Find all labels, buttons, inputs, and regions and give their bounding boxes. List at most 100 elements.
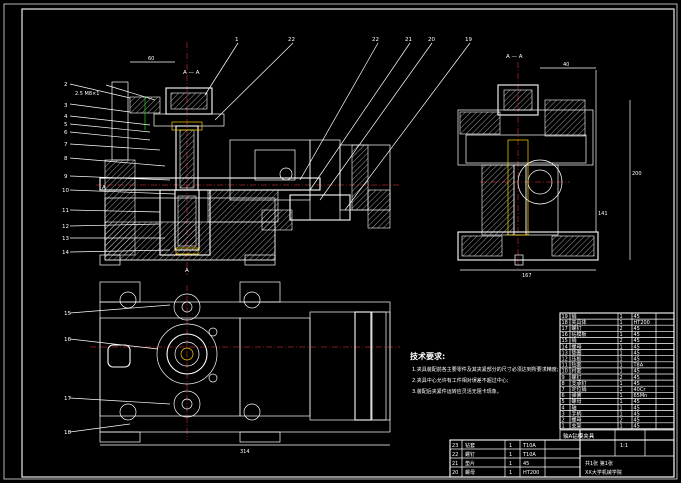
title-row-num: 20 — [452, 470, 458, 476]
drawing-title: 轴A钻模夹具 — [563, 432, 595, 440]
drawing-scale: 1:1 — [620, 443, 628, 449]
bom-cell: 1 — [620, 393, 623, 399]
part-number: 4 — [64, 114, 68, 120]
bom-cell: 18 — [562, 320, 568, 326]
plan-part-numbers: 15 16 17 18 — [64, 311, 71, 436]
bom-cell: 45 — [634, 357, 640, 363]
part-number: 12 — [62, 224, 69, 230]
bom-cell: 螺母 — [572, 417, 582, 424]
bom-cell: 7 — [562, 387, 565, 393]
bom-cell: 2 — [620, 326, 623, 332]
bom-cell: 1 — [620, 369, 623, 375]
part-number: 11 — [62, 208, 69, 214]
bom-cell: 6 — [562, 393, 565, 399]
dim-side-base: 167 — [522, 273, 532, 279]
title-row-mat: T10A — [522, 443, 536, 449]
bom-cell: 钻模板 — [572, 331, 587, 338]
left-part-numbers: 2 3 4 5 6 7 8 9 10 11 12 13 14 — [62, 82, 69, 256]
part-number: 5 — [64, 122, 68, 128]
title-row-qty: 1 — [509, 443, 512, 449]
title-row-num: 23 — [452, 443, 458, 449]
requirement-item: 2.夹具中心允许有工件相对误差不超过中心; — [412, 377, 509, 384]
bom-cell: 1 — [620, 381, 623, 387]
title-block: 23 钻套 1 T10A 22 螺钉 1 T10A 21 垫片 1 45 20 … — [449, 429, 675, 478]
bom-cell: T8A — [633, 363, 644, 369]
bom-cell: 2 — [620, 375, 623, 381]
title-row-name: 垫片 — [465, 460, 475, 467]
bom-cell: 1 — [620, 363, 623, 369]
bom-cell: 17 — [562, 326, 568, 332]
section-label-a-bottom: A — [185, 268, 189, 274]
title-row-mat: 45 — [523, 461, 529, 467]
bom-cell: 45 — [634, 338, 640, 344]
bom-cell: 45 — [634, 314, 640, 320]
bom-cell: 销 — [572, 337, 577, 344]
bom-cell: 1 — [562, 424, 565, 430]
part-number: 2 — [64, 82, 68, 88]
bom-cell: 衬套 — [572, 368, 582, 375]
title-row-mat: T10A — [522, 452, 536, 458]
part-number: 10 — [62, 188, 69, 194]
bom-cell: 45 — [634, 399, 640, 405]
bom-cell: 9 — [562, 375, 565, 381]
bom-cell: 1 — [620, 399, 623, 405]
title-row-qty: 1 — [509, 461, 512, 467]
bom-cell: 19 — [562, 314, 568, 320]
bom-cell: 4 — [562, 405, 565, 411]
dim-left-tag: 2.5 M8×1 — [75, 91, 99, 97]
bom-cell: 45 — [634, 424, 640, 430]
bom-cell: 1 — [620, 344, 623, 350]
bom-cell: 8 — [562, 381, 565, 387]
bom-cell: 45 — [634, 344, 640, 350]
bom-cell: 垫圈 — [572, 349, 582, 356]
dim-side-mid: 141 — [598, 211, 608, 217]
bom-cell: 定位销 — [572, 386, 587, 393]
title-row-num: 21 — [452, 461, 458, 467]
bom-cell: 13 — [562, 350, 568, 356]
dim-side-top: 40 — [563, 62, 569, 68]
requirement-item: 1.夹具装配前各主要零件及其夹紧部分的尺寸必须达到所要求精度; — [412, 366, 559, 373]
bom-cell: 45 — [634, 381, 640, 387]
bom-cell: 钻套 — [572, 362, 582, 369]
part-number: 13 — [62, 236, 69, 242]
top-part-numbers: 1 22 22 21 20 19 — [235, 37, 472, 43]
title-row-name: 螺母 — [465, 469, 475, 476]
part-number: 16 — [64, 337, 71, 343]
side-view — [457, 62, 631, 271]
part-number: 19 — [465, 37, 472, 43]
bom-cell: 螺母 — [572, 398, 582, 405]
dim-top-width: 60 — [148, 56, 154, 62]
technical-requirements: 技术要求: 1.夹具装配前各主要零件及其夹紧部分的尺寸必须达到所要求精度; 2.… — [410, 351, 559, 395]
bom-cell: 45 — [634, 418, 640, 424]
bom-cell: 5 — [562, 399, 565, 405]
section-label-top: A — A — [183, 70, 200, 76]
part-number: 8 — [64, 156, 68, 162]
bom-cell: 1 — [620, 387, 623, 393]
part-number: 7 — [64, 142, 68, 148]
bom-cell: 45 — [634, 411, 640, 417]
bom-cell: 2 — [562, 418, 565, 424]
title-row-qty: 1 — [509, 452, 512, 458]
bom-cell: 2 — [620, 418, 623, 424]
dim-side-height: 200 — [632, 171, 642, 177]
dim-plan-width: 314 — [240, 449, 250, 455]
section-label-a-left: A — [102, 185, 106, 191]
bom-cell: 1 — [620, 405, 623, 411]
bom-cell: 支架 — [572, 423, 582, 430]
drawing-school: XX大学机械学院 — [585, 469, 622, 476]
bom-cell: 销 — [572, 313, 577, 320]
bom-cell: 15 — [562, 338, 568, 344]
part-number: 20 — [428, 37, 435, 43]
bom-cell: 45 — [634, 326, 640, 332]
title-row-name: 螺钉 — [465, 451, 475, 458]
bom-cell: 1 — [620, 332, 623, 338]
bom-cell: 11 — [562, 363, 568, 369]
requirement-item: 3.装配后夹紧件运转应灵活无阻卡现象。 — [412, 388, 502, 395]
bom-cell: 45 — [634, 375, 640, 381]
part-number: 6 — [64, 130, 68, 136]
title-row-qty: 1 — [509, 470, 512, 476]
bom-cell: 65Mn — [634, 393, 648, 399]
bom-cell: 压板 — [572, 356, 582, 363]
